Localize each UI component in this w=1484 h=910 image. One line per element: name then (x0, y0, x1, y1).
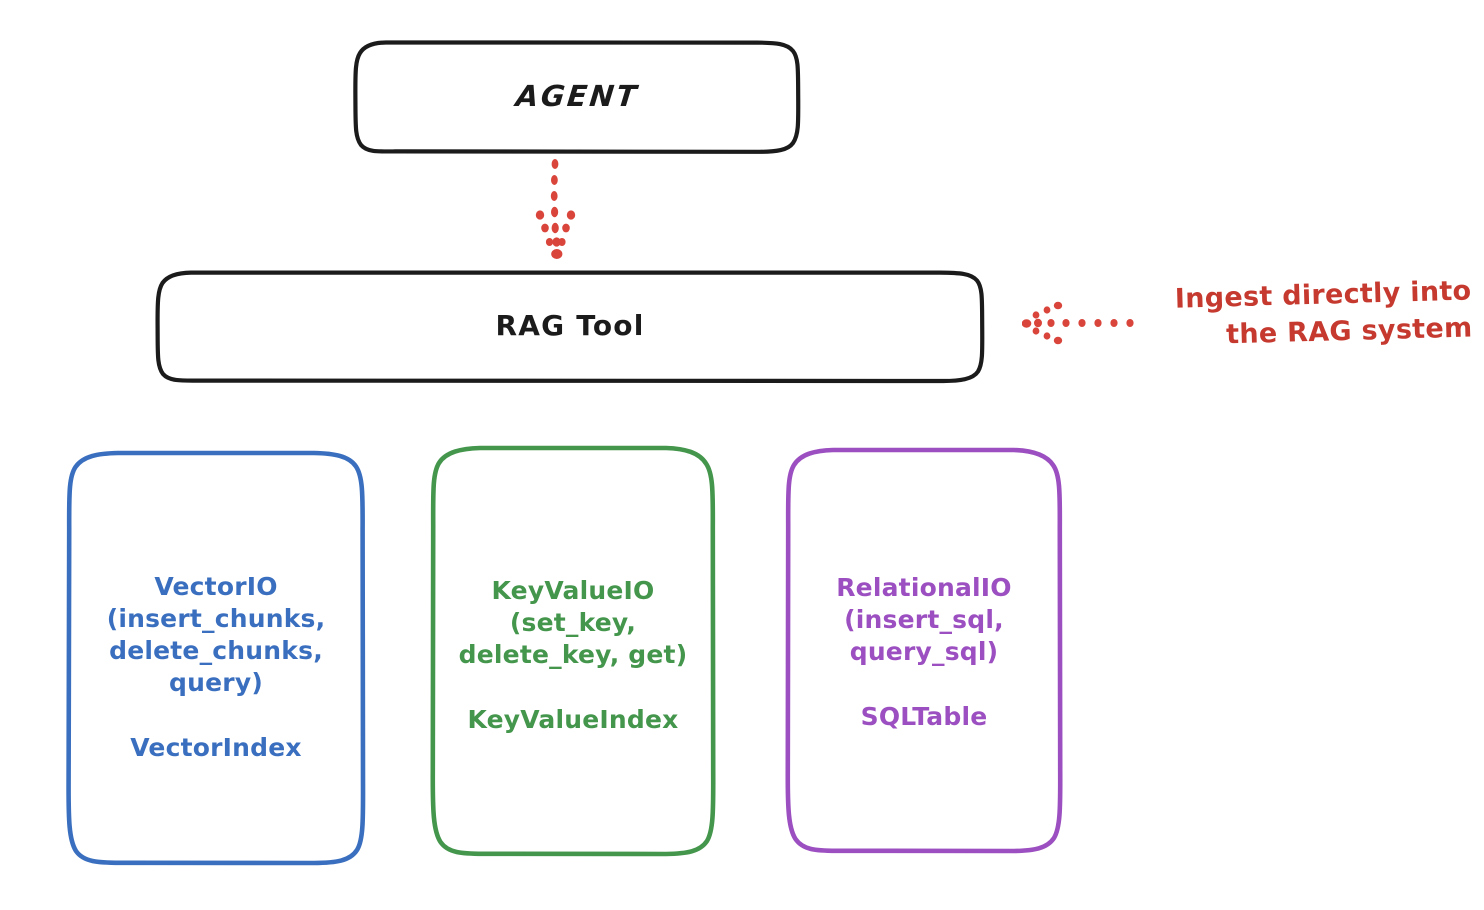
key-value-io-title: KeyValueIO (set_key, delete_key, get) (458, 576, 688, 669)
key-value-io-subtitle: KeyValueIndex (467, 705, 679, 734)
annotation-ingest: Ingest directly into the RAG system (1022, 276, 1473, 368)
annotation-ingest-label: Ingest directly into the RAG system (1174, 275, 1473, 351)
edge-agent-to-rag-tool-icon (535, 159, 576, 259)
node-vector-io[interactable]: VectorIO (insert_chunks, delete_chunks, … (66, 450, 366, 866)
vector-io-subtitle: VectorIndex (130, 732, 302, 762)
node-rag-tool[interactable]: RAG Tool (155, 270, 985, 384)
edge-ingest-to-rag-tool-icon (1022, 301, 1134, 345)
node-agent[interactable]: AGENT (353, 40, 801, 154)
vector-io-content: VectorIO (insert_chunks, delete_chunks, … (66, 571, 366, 762)
relational-io-content: RelationalIO (insert_sql, query_sql) SQL… (785, 572, 1063, 731)
node-agent-label: AGENT (513, 79, 641, 114)
relational-io-title: RelationalIO (insert_sql, query_sql) (836, 572, 1012, 666)
node-relational-io[interactable]: RelationalIO (insert_sql, query_sql) SQL… (785, 447, 1063, 854)
node-key-value-io[interactable]: KeyValueIO (set_key, delete_key, get) Ke… (430, 445, 716, 857)
node-rag-tool-label: RAG Tool (495, 309, 645, 343)
relational-io-subtitle: SQLTable (860, 701, 988, 731)
vector-io-title: VectorIO (insert_chunks, delete_chunks, … (106, 571, 326, 697)
key-value-io-content: KeyValueIO (set_key, delete_key, get) Ke… (430, 575, 716, 734)
